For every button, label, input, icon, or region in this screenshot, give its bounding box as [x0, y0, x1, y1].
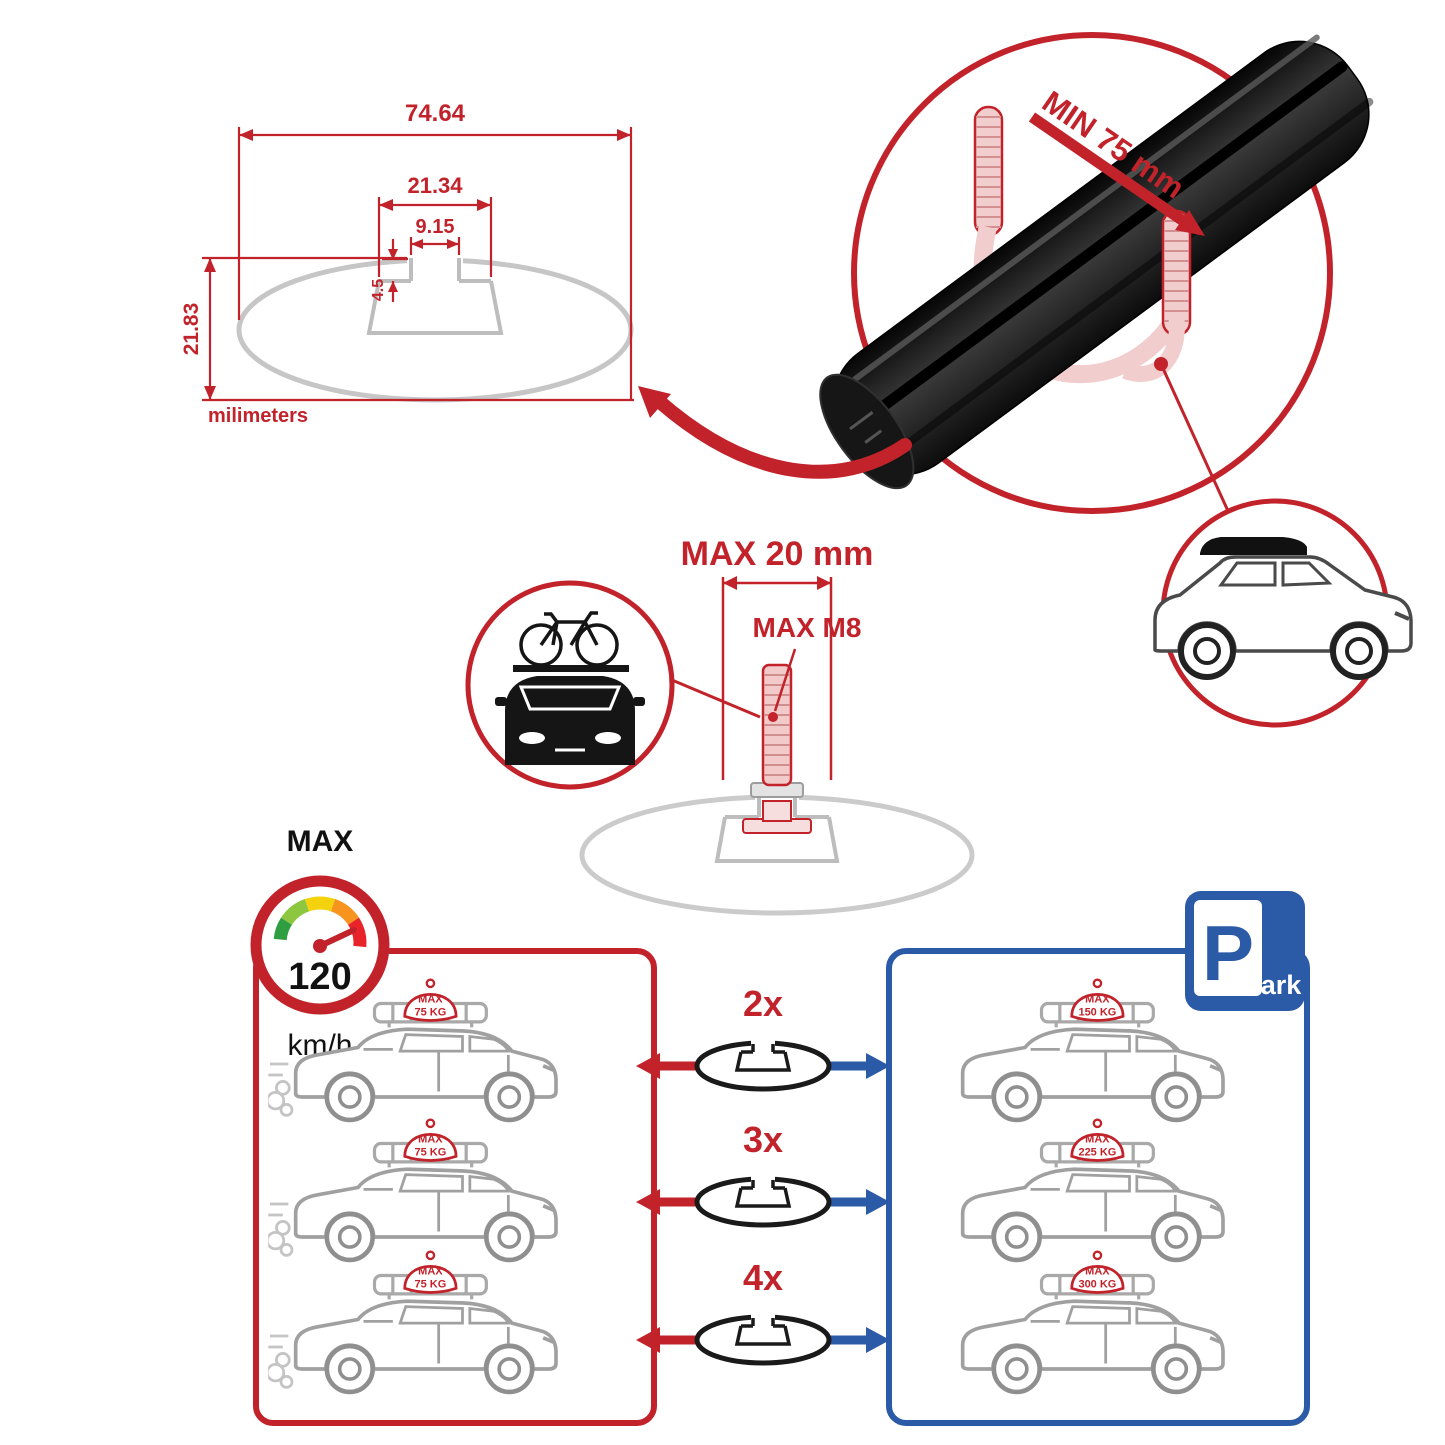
load-badge: MAX 75 KG — [403, 978, 458, 1022]
speed-value: 120 — [288, 956, 351, 998]
bolt-dimension-lines — [721, 577, 833, 780]
speed-limit-panel — [253, 948, 657, 1426]
svg-text:225 KG: 225 KG — [1078, 1146, 1116, 1158]
thread-pointer-dot — [768, 712, 778, 722]
svg-text:75 KG: 75 KG — [415, 1278, 447, 1290]
connector-line-roofbox — [1159, 363, 1230, 512]
parked-panel — [886, 948, 1310, 1426]
detail-circle-outline — [851, 32, 1333, 514]
min-grip-arrowhead — [1175, 210, 1205, 236]
profile-pointer-arrow — [638, 386, 912, 479]
t-slot-bolt — [742, 663, 812, 834]
dimension-arrowheads — [204, 129, 631, 400]
crossbar-profile-outline — [236, 257, 634, 403]
load-badge: MAX 150 KG — [1070, 978, 1125, 1022]
svg-text:MAX: MAX — [418, 1266, 443, 1278]
multiplier-label-2: 3x — [743, 1119, 783, 1160]
load-badge: MAX 75 KG — [403, 1250, 458, 1294]
svg-text:300 KG: 300 KG — [1078, 1278, 1116, 1290]
svg-text:75 KG: 75 KG — [415, 1006, 447, 1018]
dim-step-width: 21.34 — [407, 173, 463, 198]
profile-dimension-diagram: 74.64 21.34 9.15 4.5 21.83 milimeters — [180, 100, 634, 427]
bar-quantity-arrows: 2x 3x 4x — [636, 983, 890, 1366]
park-letter: P — [1202, 909, 1254, 997]
multiplier-label-3: 4x — [743, 1257, 783, 1298]
svg-text:MAX: MAX — [1085, 994, 1110, 1006]
suv-roofbox-circle — [1153, 498, 1413, 728]
load-badge: MAX 75 KG — [403, 1118, 458, 1162]
car-right-1: MAX 150 KG — [935, 976, 1247, 1146]
speed-limit-badge: MAX 120 km/h — [250, 825, 390, 1062]
park-suffix: ark — [1261, 970, 1303, 1000]
bolt-diagram: MAX 20 mm MAX M8 — [465, 535, 975, 916]
bolt-max-length: MAX 20 mm — [681, 535, 874, 573]
svg-text:MAX: MAX — [1085, 1134, 1110, 1146]
connector-line-bike — [659, 673, 761, 719]
crossbar-section-icon — [694, 1314, 832, 1366]
car-left-2: MAX 75 KG — [268, 1116, 580, 1286]
dim-total-height: 21.83 — [180, 303, 203, 356]
crossbar-section-icon — [694, 1040, 832, 1092]
dim-total-width: 74.64 — [405, 100, 466, 127]
dimension-lines — [202, 127, 634, 402]
bolt-max-thread: MAX M8 — [753, 612, 862, 643]
svg-text:75 KG: 75 KG — [415, 1146, 447, 1158]
car-front-icon — [495, 665, 645, 765]
car-left-3: MAX 75 KG — [268, 1248, 580, 1418]
load-badge: MAX 225 KG — [1070, 1118, 1125, 1162]
slot-channel-ghost — [714, 797, 840, 863]
park-sign: P ark — [1185, 891, 1305, 1011]
dim-slot-depth: 4.5 — [370, 279, 387, 301]
unit-label: milimeters — [208, 405, 308, 427]
load-badge: MAX 300 KG — [1070, 1250, 1125, 1294]
clamp-rod-front — [1122, 209, 1192, 382]
car-left-1: MAX 75 KG — [268, 976, 580, 1146]
suv-with-roofbox-icon — [1153, 537, 1413, 680]
multiplier-label-1: 2x — [743, 983, 783, 1024]
t-slot-channel — [366, 258, 504, 335]
car-right-2: MAX 225 KG — [935, 1116, 1247, 1286]
car-right-3: MAX 300 KG — [935, 1248, 1247, 1418]
min-grip-arrow — [1028, 112, 1196, 232]
crossbar-section-icon — [694, 1176, 832, 1228]
svg-text:150 KG: 150 KG — [1078, 1006, 1116, 1018]
gauge-arc — [273, 896, 367, 948]
svg-text:MAX: MAX — [1085, 1266, 1110, 1278]
svg-text:MAX: MAX — [418, 1134, 443, 1146]
speed-max-label: MAX — [287, 825, 354, 858]
dim-slot-width: 9.15 — [416, 216, 455, 238]
svg-text:MAX: MAX — [418, 994, 443, 1006]
